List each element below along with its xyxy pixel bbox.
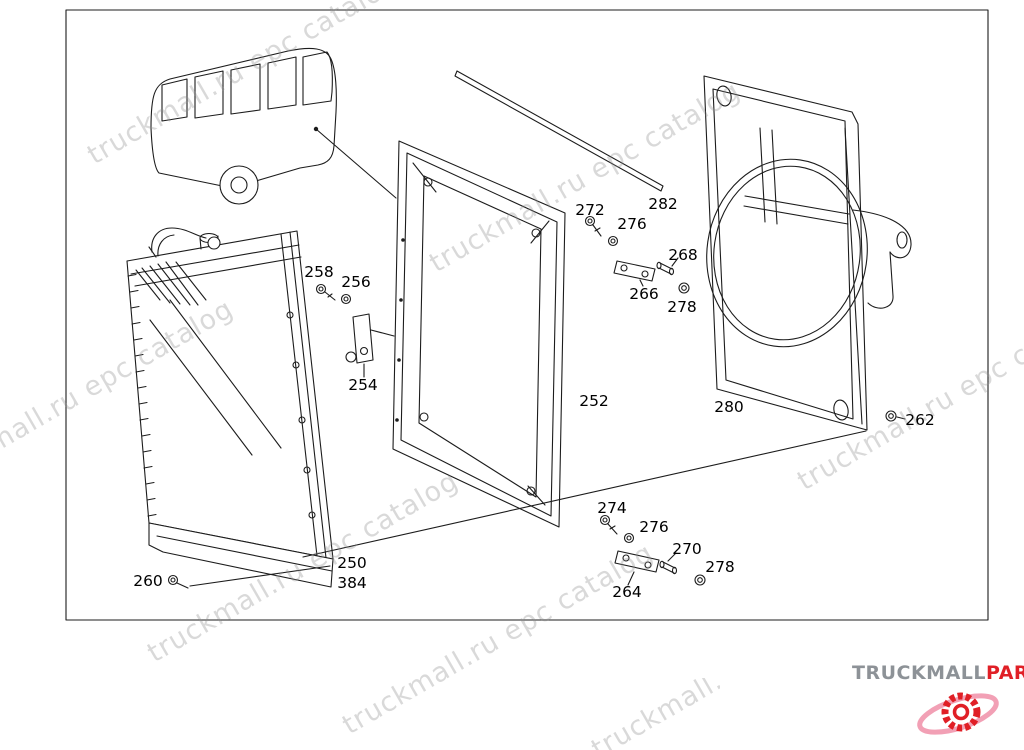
seal-strip-282 [454,70,664,192]
part-number-label: 252 [579,392,609,410]
part-number-label: 278 [667,298,697,316]
bus-sketch [150,47,397,205]
part-number-label: 266 [629,285,659,303]
brand-logo: TRUCKMALLPARTS [852,662,1024,744]
part-number-label: 262 [905,411,935,429]
part-number-label: 282 [648,195,678,213]
leader-line-long [302,430,867,558]
part-number-label: 280 [714,398,744,416]
hardware-lower-group [599,514,706,586]
bolt-258 [315,283,336,301]
part-number-label: 272 [575,201,605,219]
part-number-label: 264 [612,583,642,601]
brand-name-accent: PARTS [986,662,1024,684]
washer-256 [340,293,352,305]
bolt-260 [167,565,331,589]
part-number-label: 274 [597,499,627,517]
gear-swoosh-logo-icon [917,692,999,735]
brand-name: TRUCKMALLPARTS [852,662,1024,684]
part-number-label: 250 [337,554,367,572]
bracket-254 [345,313,395,378]
part-number-label: 258 [304,263,334,281]
part-number-label: 270 [672,540,702,558]
radiator-250 [126,227,334,588]
part-number-label: 276 [639,518,669,536]
hardware-upper-group [584,215,690,294]
brand-name-primary: TRUCKMALL [852,662,987,684]
part-number-label: 384 [337,574,367,592]
part-number-label: 256 [341,273,371,291]
part-number-label: 276 [617,215,647,233]
leader-line [315,128,397,199]
diagram-border [65,9,989,621]
fan-shroud-280 [703,75,912,431]
nut-262 [885,410,906,422]
part-number-label: 278 [705,558,735,576]
part-number-label: 254 [348,376,378,394]
part-number-label: 260 [133,572,163,590]
seal-frame-252 [392,140,566,528]
part-number-label: 268 [668,246,698,264]
